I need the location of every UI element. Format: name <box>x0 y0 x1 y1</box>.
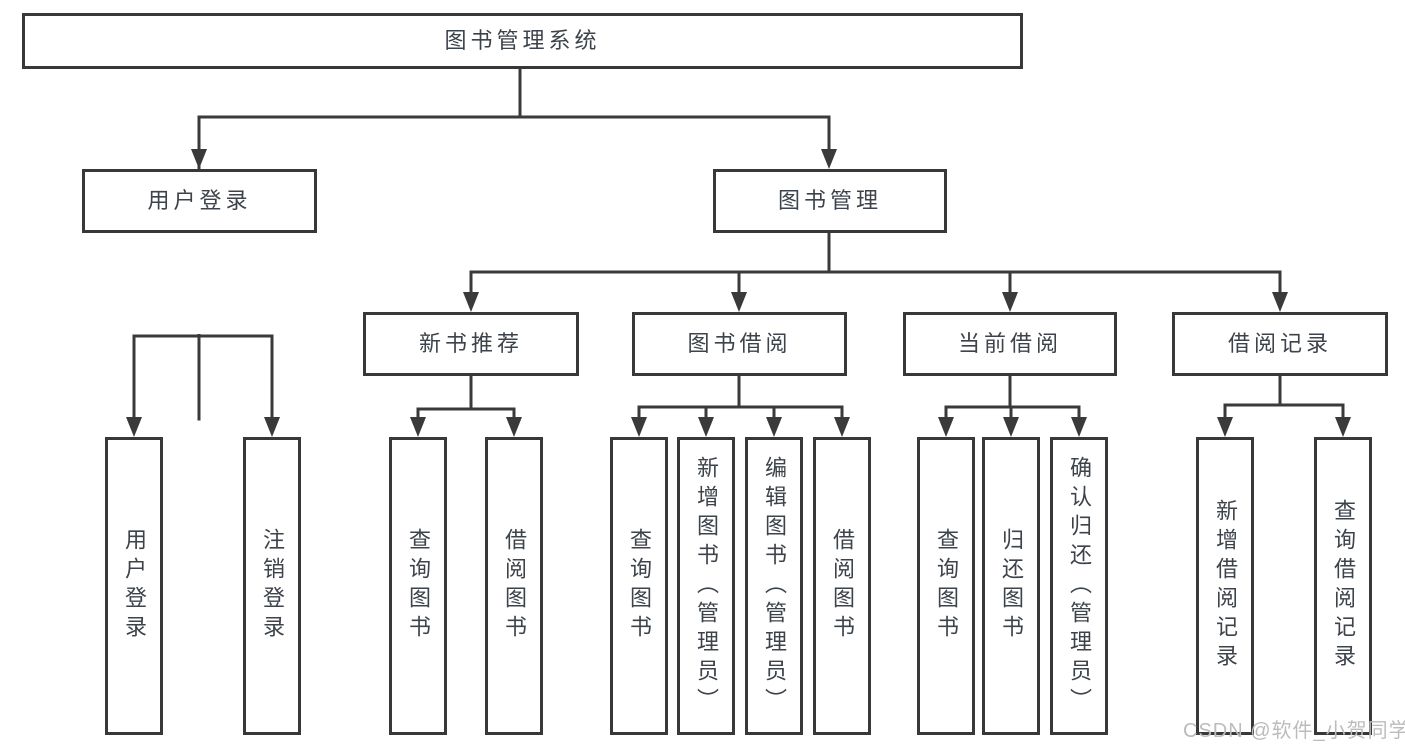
leaf-label: 注销登录 <box>260 528 285 644</box>
leaf-label: 查询借阅记录 <box>1331 499 1356 673</box>
leaf-add-books-admin: 新增图书（管理员） <box>677 437 735 735</box>
leaf-user-login: 用户登录 <box>105 437 163 735</box>
leaf-query-books-current: 查询图书 <box>917 437 975 735</box>
leaf-label: 借阅图书 <box>502 528 527 644</box>
leaf-edit-books-admin: 编辑图书（管理员） <box>745 437 803 735</box>
leaf-label: 编辑图书（管理员） <box>762 455 787 717</box>
arrowheads <box>126 149 1351 437</box>
leaf-label: 新增图书（管理员） <box>694 455 719 717</box>
leaf-label: 借阅图书 <box>830 528 855 644</box>
node-library-management-system: 图书管理系统 <box>22 13 1023 69</box>
node-user-login: 用户登录 <box>82 169 317 233</box>
leaf-label: 用户登录 <box>122 528 147 644</box>
csdn-watermark: CSDN @软件_小贺同学 <box>1183 720 1405 742</box>
leaf-label: 新增借阅记录 <box>1213 499 1238 673</box>
leaf-confirm-return-admin: 确认归还（管理员） <box>1050 437 1108 735</box>
node-current-borrowing: 当前借阅 <box>903 312 1117 376</box>
node-label: 图书管理系统 <box>444 28 601 53</box>
node-label: 用户登录 <box>147 188 252 213</box>
leaf-add-borrow-record: 新增借阅记录 <box>1196 437 1254 735</box>
leaf-label: 确认归还（管理员） <box>1067 455 1092 717</box>
leaf-query-books-recommend: 查询图书 <box>389 437 447 735</box>
node-book-management: 图书管理 <box>713 169 947 233</box>
leaf-query-borrow-record: 查询借阅记录 <box>1314 437 1372 735</box>
node-book-borrowing: 图书借阅 <box>632 312 847 376</box>
leaf-label: 查询图书 <box>934 528 959 644</box>
leaf-borrow-books-recommend: 借阅图书 <box>485 437 543 735</box>
leaf-return-books: 归还图书 <box>982 437 1040 735</box>
leaf-label: 查询图书 <box>406 528 431 644</box>
node-label: 新书推荐 <box>418 331 523 356</box>
node-new-book-recommend: 新书推荐 <box>363 312 579 376</box>
leaf-query-books-borrowing: 查询图书 <box>610 437 668 735</box>
node-label: 借阅记录 <box>1227 331 1332 356</box>
leaf-label: 归还图书 <box>999 528 1024 644</box>
leaf-borrow-books-borrowing: 借阅图书 <box>813 437 871 735</box>
node-borrowing-records: 借阅记录 <box>1172 312 1388 376</box>
node-label: 图书管理 <box>777 188 882 213</box>
leaf-logout-login: 注销登录 <box>243 437 301 735</box>
node-label: 图书借阅 <box>687 331 792 356</box>
node-label: 当前借阅 <box>957 331 1062 356</box>
leaf-label: 查询图书 <box>627 528 652 644</box>
